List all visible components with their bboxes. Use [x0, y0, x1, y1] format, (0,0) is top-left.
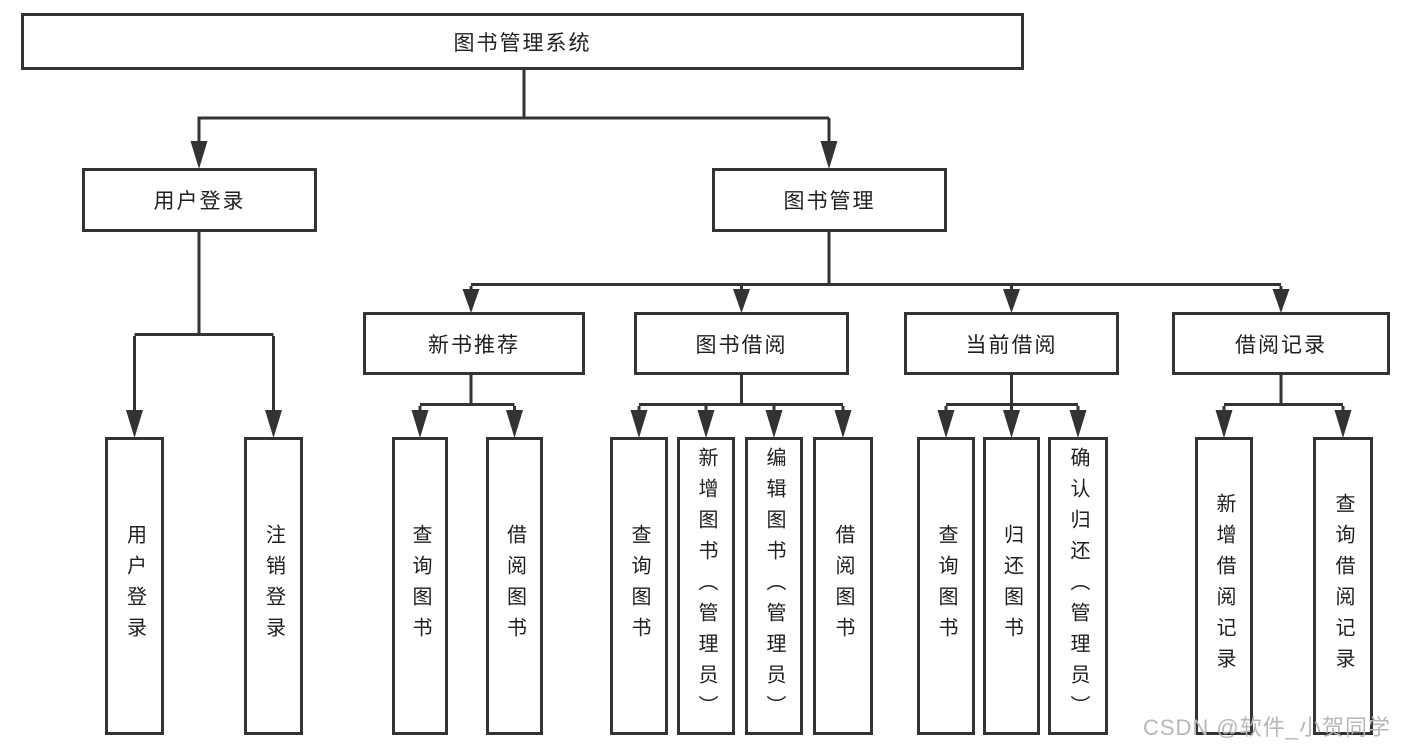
- arrow-down-icon: [126, 410, 143, 438]
- arrow-down-icon: [697, 410, 715, 438]
- arrow-down-icon: [265, 410, 282, 438]
- leaf-user-login: 用户登录: [105, 437, 164, 735]
- leaf-edit-books-admin: 编辑图书（管理员）: [745, 437, 803, 735]
- leaf-query-borrow-record: 查询借阅记录: [1313, 437, 1373, 735]
- leaf-borrow-books-recommend: 借阅图书: [486, 437, 543, 735]
- arrow-down-icon: [1003, 289, 1020, 313]
- arrow-down-icon: [1069, 410, 1087, 438]
- node-label: 图书借阅: [695, 333, 788, 357]
- leaf-logout: 注销登录: [244, 437, 303, 735]
- node-root-book-management-system: 图书管理系统: [21, 13, 1024, 70]
- node-label: 借阅记录: [1235, 333, 1327, 357]
- node-current-borrow: 当前借阅: [904, 312, 1119, 375]
- arrow-down-icon: [1003, 410, 1020, 438]
- arrow-down-icon: [1272, 289, 1290, 313]
- node-label: 图书管理系统: [453, 31, 592, 55]
- csdn-watermark: CSDN @软件_小贺同学: [1142, 715, 1391, 740]
- node-label: 查询借阅记录: [1332, 493, 1354, 679]
- node-label: 查询图书: [628, 524, 650, 648]
- node-label: 图书管理: [783, 190, 876, 213]
- node-borrow-records: 借阅记录: [1172, 312, 1390, 375]
- node-label: 新增图书（管理员）: [695, 446, 717, 726]
- leaf-query-books-current: 查询图书: [917, 437, 975, 735]
- arrow-down-icon: [937, 410, 955, 438]
- node-label: 编辑图书（管理员）: [763, 446, 785, 726]
- leaf-add-borrow-record: 新增借阅记录: [1195, 437, 1253, 735]
- leaf-query-books-borrow: 查询图书: [610, 437, 668, 735]
- arrow-down-icon: [834, 410, 852, 438]
- node-label: 查询图书: [935, 524, 957, 648]
- arrow-down-icon: [411, 410, 429, 438]
- node-new-book-recommend: 新书推荐: [363, 312, 585, 375]
- connector-arrowheads: [126, 141, 1352, 438]
- leaf-borrow-books: 借阅图书: [813, 437, 873, 735]
- leaf-return-books: 归还图书: [983, 437, 1040, 735]
- node-book-borrow: 图书借阅: [634, 312, 849, 375]
- arrow-down-icon: [765, 410, 783, 438]
- node-book-management: 图书管理: [712, 168, 947, 232]
- node-label: 确认归还（管理员）: [1067, 446, 1089, 726]
- node-label: 借阅图书: [832, 524, 854, 648]
- node-label: 查询图书: [409, 524, 431, 648]
- arrow-down-icon: [820, 141, 838, 169]
- arrow-down-icon: [733, 289, 750, 313]
- arrow-down-icon: [1334, 410, 1352, 438]
- node-label: 新书推荐: [428, 333, 520, 357]
- arrow-down-icon: [1215, 410, 1233, 438]
- node-label: 新增借阅记录: [1213, 493, 1235, 679]
- arrow-down-icon: [462, 289, 480, 313]
- arrow-down-icon: [506, 410, 523, 438]
- arrow-down-icon: [190, 141, 208, 169]
- leaf-add-books-admin: 新增图书（管理员）: [677, 437, 735, 735]
- leaf-confirm-return-admin: 确认归还（管理员）: [1048, 437, 1108, 735]
- node-label: 用户登录: [123, 524, 146, 648]
- node-label: 借阅图书: [503, 524, 526, 648]
- node-label: 注销登录: [262, 524, 285, 648]
- node-user-login: 用户登录: [82, 168, 317, 232]
- arrow-down-icon: [630, 410, 648, 438]
- node-label: 用户登录: [153, 190, 246, 213]
- node-label: 当前借阅: [965, 333, 1058, 357]
- leaf-query-books-recommend: 查询图书: [392, 437, 448, 735]
- node-label: 归还图书: [1000, 524, 1023, 648]
